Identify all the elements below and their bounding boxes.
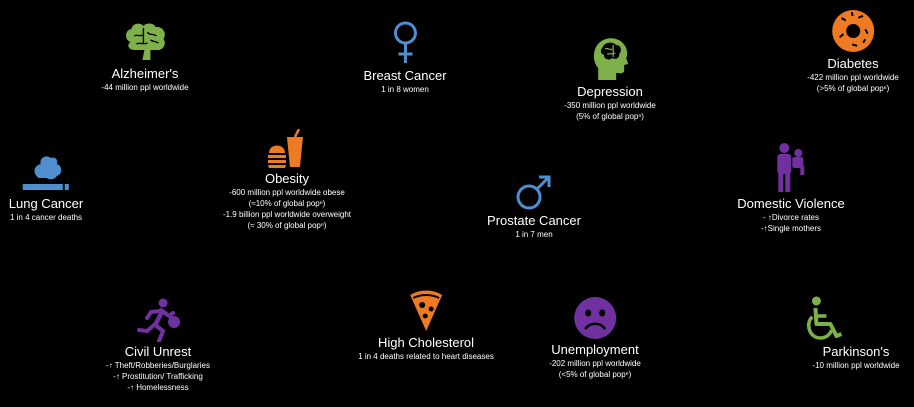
sad-face-icon bbox=[573, 297, 616, 339]
item-breast-cancer: Breast Cancer 1 in 8 women bbox=[363, 20, 447, 95]
title-high-cholesterol: High Cholesterol bbox=[377, 335, 475, 350]
detail-depression-1: -350 million ppl worldwide bbox=[564, 101, 656, 110]
title-domestic-violence: Domestic Violence bbox=[737, 196, 845, 211]
detail-unemployment-2: (<5% of global popⁿ) bbox=[558, 370, 632, 379]
detail-diabetes-1: -422 million ppl worldwide bbox=[807, 73, 899, 82]
detail-obesity-1: -600 million ppl worldwide obese bbox=[229, 188, 345, 197]
title-civil-unrest: Civil Unrest bbox=[124, 344, 192, 359]
title-breast-cancer: Breast Cancer bbox=[363, 68, 447, 83]
detail-obesity-2: (≈10% of global popⁿ) bbox=[248, 199, 326, 208]
item-alzheimers: Alzheimer's -44 million ppl worldwide bbox=[101, 22, 189, 93]
donut-icon bbox=[831, 10, 874, 52]
detail-parkinsons-1: -10 million ppl worldwide bbox=[812, 361, 900, 370]
title-diabetes: Diabetes bbox=[827, 56, 879, 71]
title-obesity: Obesity bbox=[264, 171, 310, 186]
running-thief-icon bbox=[137, 298, 180, 342]
detail-civil-unrest-3: -↑ Homelessness bbox=[127, 383, 189, 392]
item-prostate-cancer: Prostate Cancer 1 in 7 men bbox=[487, 175, 581, 240]
fast-food-icon bbox=[267, 129, 303, 168]
parent-child-icon bbox=[776, 143, 804, 192]
item-unemployment: Unemployment -202 million ppl worldwide … bbox=[549, 296, 641, 380]
item-high-cholesterol: High Cholesterol 1 in 4 deaths related t… bbox=[358, 289, 494, 362]
detail-obesity-3: -1.9 billion ppl worldwide overweight bbox=[222, 210, 352, 219]
item-lung-cancer: Lung Cancer 1 in 4 cancer deaths bbox=[9, 154, 83, 223]
item-civil-unrest: Civil Unrest -↑ Theft/Robberies/Burglari… bbox=[106, 298, 210, 393]
detail-civil-unrest-2: -↑ Prostitution/ Trafficking bbox=[113, 372, 203, 381]
male-symbol-icon bbox=[516, 175, 551, 210]
detail-breast-cancer-1: 1 in 8 women bbox=[381, 85, 429, 94]
title-lung-cancer: Lung Cancer bbox=[8, 196, 84, 211]
detail-domestic-violence-2: -↑Single mothers bbox=[760, 224, 822, 233]
item-diabetes: Diabetes -422 million ppl worldwide (>5%… bbox=[807, 8, 899, 94]
title-unemployment: Unemployment bbox=[551, 342, 639, 357]
pizza-icon bbox=[410, 290, 442, 331]
title-prostate-cancer: Prostate Cancer bbox=[487, 213, 581, 228]
item-depression: Depression -350 million ppl worldwide (5… bbox=[564, 36, 656, 122]
detail-lung-cancer-1: 1 in 4 cancer deaths bbox=[9, 213, 83, 222]
item-parkinsons: Parkinson's -10 million ppl worldwide bbox=[806, 296, 900, 371]
title-parkinsons: Parkinson's bbox=[822, 344, 890, 359]
detail-prostate-cancer-1: 1 in 7 men bbox=[515, 230, 553, 239]
detail-diabetes-2: (>5% of global popⁿ) bbox=[816, 84, 890, 93]
head-brain-icon bbox=[593, 38, 628, 80]
detail-civil-unrest-1: -↑ Theft/Robberies/Burglaries bbox=[106, 361, 210, 370]
item-obesity: Obesity -600 million ppl worldwide obese… bbox=[223, 129, 351, 231]
cigarette-icon bbox=[22, 156, 69, 190]
detail-high-cholesterol-1: 1 in 4 deaths related to heart diseases bbox=[358, 352, 494, 361]
item-domestic-violence: Domestic Violence - ↑Divorce rates -↑Sin… bbox=[737, 142, 845, 234]
title-alzheimers: Alzheimer's bbox=[111, 66, 179, 81]
detail-depression-2: (5% of global popⁿ) bbox=[576, 112, 644, 121]
detail-alzheimers-1: -44 million ppl worldwide bbox=[101, 83, 189, 92]
title-depression: Depression bbox=[577, 84, 643, 99]
detail-obesity-4: (≈ 30% of global popⁿ) bbox=[247, 221, 327, 230]
female-symbol-icon bbox=[393, 21, 417, 63]
detail-domestic-violence-1: - ↑Divorce rates bbox=[762, 213, 820, 222]
detail-unemployment-1: -202 million ppl worldwide bbox=[549, 359, 641, 368]
brain-icon bbox=[125, 23, 165, 60]
wheelchair-icon bbox=[806, 296, 843, 340]
